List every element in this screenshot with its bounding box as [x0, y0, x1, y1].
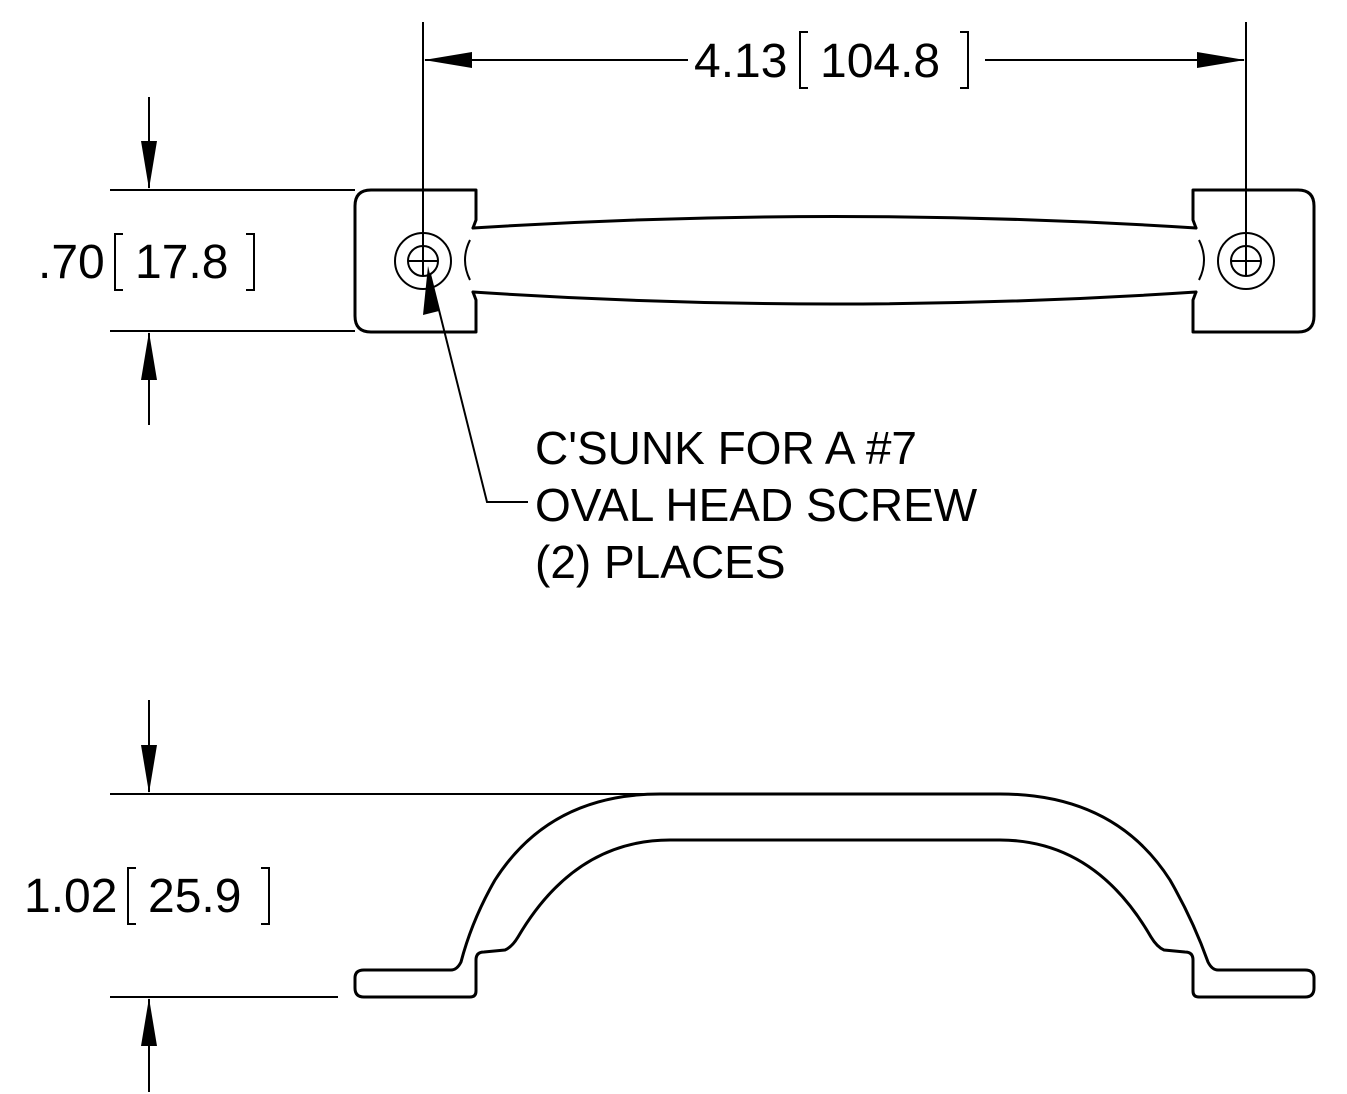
width-bracket-open [114, 233, 123, 291]
length-dimension: 4.13 104.8 [422, 22, 1247, 246]
hole-callout-leader [423, 266, 528, 503]
width-bracket-close [246, 233, 255, 291]
note-line-2: OVAL HEAD SCREW [535, 479, 978, 531]
height-bracket-close [261, 867, 270, 925]
length-inch: 4.13 [694, 35, 787, 88]
top-view: 4.13 104.8 .70 17.8 C'SUNK FOR A #7 OV [38, 22, 1316, 588]
height-bracket-open [127, 867, 136, 925]
handle-side-profile [353, 792, 1316, 999]
height-inch: 1.02 [24, 870, 117, 923]
length-bracket-close [960, 31, 969, 89]
height-mm: 25.9 [148, 870, 241, 923]
width-dimension: .70 17.8 [38, 97, 355, 425]
width-inch: .70 [38, 236, 105, 289]
width-mm: 17.8 [135, 236, 228, 289]
grip-end-arc-right [1198, 239, 1205, 281]
note-line-3: (2) PLACES [535, 536, 786, 588]
note-line-1: C'SUNK FOR A #7 [535, 422, 917, 474]
countersink-note: C'SUNK FOR A #7 OVAL HEAD SCREW (2) PLAC… [535, 422, 978, 588]
side-view: 1.02 25.9 [24, 700, 1316, 1092]
height-dimension: 1.02 25.9 [24, 700, 655, 1092]
length-bracket-open [799, 31, 808, 89]
grip-end-arc-left [464, 239, 471, 281]
left-mounting-plate [353, 188, 478, 334]
length-mm: 104.8 [820, 35, 940, 88]
handle-grip-bottom [471, 290, 1198, 306]
right-mounting-plate [1191, 188, 1316, 334]
handle-grip-top [471, 215, 1198, 230]
